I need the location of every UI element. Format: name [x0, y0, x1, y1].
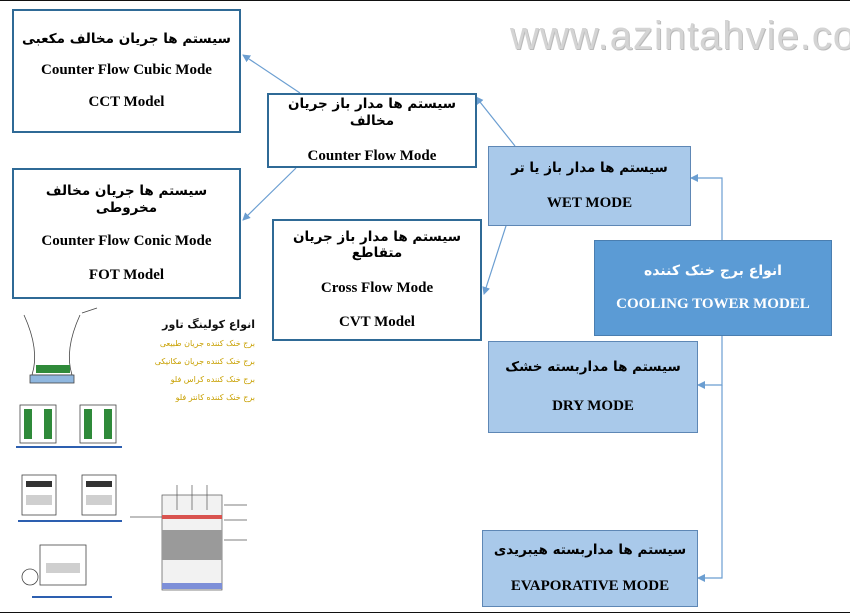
cooling-tower-en: COOLING TOWER MODEL	[616, 296, 810, 313]
watermark: www.azintahvie.com	[510, 14, 850, 58]
connector-wet-counterflow	[475, 96, 516, 147]
forced-draft-tower-sketch	[21, 544, 112, 598]
connector-counterflow-conic	[242, 167, 297, 221]
fill-detail-diagram-sketch	[130, 485, 247, 591]
dry-mode-box: سیستم ها مداربسته خشک DRY MODE	[488, 341, 698, 433]
legend-item-counterflow: برج خنک کننده کانتر فلو	[175, 393, 255, 402]
dry-mode-en: DRY MODE	[552, 398, 634, 415]
cross-flow-fa: سیستم ها مدار باز جریان متقاطع	[292, 228, 462, 261]
evaporative-mode-en: EVAPORATIVE MODE	[510, 577, 670, 594]
counter-flow-conic-box: سیستم ها جریان مخالف مخروطی Counter Flow…	[12, 168, 241, 299]
cvt-model-label: CVT Model	[339, 314, 415, 331]
legend-item-natural: برج خنک کننده جریان طبیعی	[159, 339, 255, 348]
legend-item-mechanical: برج خنک کننده جریان مکانیکی	[154, 357, 255, 366]
connector-trunk	[690, 174, 723, 240]
cooling-tower-types-legend: انواع کولینگ تاور برج خنک کننده جریان طب…	[125, 318, 255, 433]
cooling-tower-model-box: انواع برج خنک کننده COOLING TOWER MODEL	[594, 240, 832, 336]
legend-title: انواع کولینگ تاور	[162, 318, 255, 331]
cross-flow-box: سیستم ها مدار باز جریان متقاطع Cross Flo…	[272, 219, 482, 341]
cooling-tower-fa: انواع برج خنک کننده	[644, 262, 782, 279]
counter-flow-box: سیستم ها مدار باز جریان مخالف Counter Fl…	[267, 93, 477, 168]
top-border	[0, 0, 850, 1]
cross-flow-en: Cross Flow Mode	[320, 280, 434, 297]
legend-item-crossflow: برج خنک کننده کراس فلو	[170, 375, 255, 384]
counter-flow-cubic-box: سیستم ها جریان مخالف مکعبی Counter Flow …	[12, 9, 241, 133]
connector-counterflow-cubic	[242, 54, 301, 94]
cct-model-label: CCT Model	[88, 94, 165, 111]
counter-flow-cubic-en: Counter Flow Cubic Mode	[41, 62, 212, 79]
counterflow-tower-sketch	[18, 474, 122, 522]
cooling-tower-illustrations	[16, 307, 247, 598]
counter-flow-en: Counter Flow Mode	[307, 147, 437, 164]
connector-to-dry	[697, 336, 723, 389]
evaporative-mode-fa: سیستم ها مداربسته هیبریدی	[493, 542, 687, 559]
counter-flow-conic-en: Counter Flow Conic Mode	[41, 232, 212, 249]
evaporative-mode-box: سیستم ها مداربسته هیبریدی EVAPORATIVE MO…	[482, 530, 698, 607]
counter-flow-cubic-fa: سیستم ها جریان مخالف مکعبی	[22, 30, 231, 47]
wet-mode-en: WET MODE	[546, 195, 633, 212]
wet-mode-box: سیستم ها مدار باز یا تر WET MODE	[488, 146, 691, 226]
connector-to-evaporative	[697, 385, 723, 582]
fot-model-label: FOT Model	[88, 266, 165, 283]
crossflow-tower-sketch	[16, 404, 122, 448]
wet-mode-fa: سیستم ها مدار باز یا تر	[511, 159, 668, 176]
counter-flow-fa: سیستم ها مدار باز جریان مخالف	[287, 96, 457, 129]
counter-flow-conic-fa: سیستم ها جریان مخالف مخروطی	[45, 183, 208, 216]
natural-draft-tower-sketch	[23, 307, 98, 384]
dry-mode-fa: سیستم ها مداربسته خشک	[505, 358, 681, 375]
